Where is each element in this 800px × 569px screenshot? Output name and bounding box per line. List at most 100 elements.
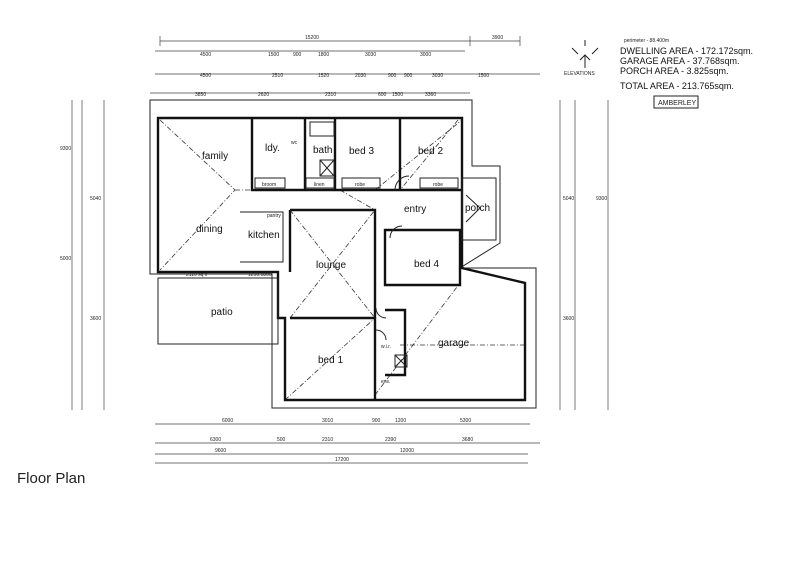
dim-top-overall: 15200	[305, 35, 319, 41]
dwelling-area: DWELLING AREA - 172.172sqm.	[620, 46, 753, 56]
svg-text:3680: 3680	[462, 437, 473, 443]
dim-left: 9300 5000 5040 3600	[60, 146, 101, 322]
svg-text:4500: 4500	[200, 52, 211, 58]
window-label-1: 2110 sq x	[186, 272, 208, 278]
svg-text:900: 900	[404, 73, 413, 79]
porch-outline	[461, 177, 497, 241]
svg-text:6000: 6000	[222, 418, 233, 424]
svg-text:3600: 3600	[563, 316, 574, 322]
svg-text:1800: 1800	[318, 52, 329, 58]
svg-text:5040: 5040	[563, 196, 574, 202]
svg-text:1520: 1520	[318, 73, 329, 79]
shower	[319, 159, 335, 177]
ensuite-shower	[394, 354, 408, 368]
dim-row3: 3850 2620 2310 600 1500 3360	[195, 92, 436, 98]
svg-text:3600: 3600	[90, 316, 101, 322]
dimension-lines-bottom	[155, 423, 540, 464]
svg-text:9300: 9300	[60, 146, 71, 152]
page-title: Floor Plan	[17, 470, 85, 487]
room-bed3: bed 3	[349, 146, 374, 157]
svg-text:9300: 9300	[596, 196, 607, 202]
room-bed2: bed 2	[418, 146, 443, 157]
room-laundry: ldy.	[265, 143, 280, 154]
dim-bottom-row1: 6000 3010 900 1200 5300	[222, 418, 471, 424]
svg-text:3030: 3030	[365, 52, 376, 58]
elevations-compass	[571, 40, 599, 68]
robe-bed2	[419, 177, 459, 189]
broom-cupboard	[254, 177, 286, 189]
dimension-lines-top	[150, 36, 540, 94]
room-bed1: bed 1	[318, 355, 343, 366]
room-lounge: lounge	[316, 260, 346, 271]
svg-text:900: 900	[372, 418, 381, 424]
roof-outline	[149, 99, 537, 409]
svg-text:1500: 1500	[478, 73, 489, 79]
ensuite-shower-cross	[394, 354, 408, 368]
room-wc: wc	[291, 140, 298, 146]
svg-text:3030: 3030	[432, 73, 443, 79]
dim-row2: 4500 2510 1520 2030 900 900 3030 1500	[200, 73, 489, 79]
svg-text:900: 900	[293, 52, 302, 58]
shower-cross	[319, 159, 335, 177]
svg-text:3000: 3000	[420, 52, 431, 58]
room-entry: entry	[404, 204, 426, 215]
room-bath: bath	[313, 145, 332, 156]
svg-text:1500: 1500	[268, 52, 279, 58]
room-garage: garage	[438, 338, 470, 349]
svg-text:1200: 1200	[395, 418, 406, 424]
robe-label-1: robe	[355, 182, 365, 188]
robe-bed3	[341, 177, 381, 189]
svg-text:2310: 2310	[325, 92, 336, 98]
bathtub	[309, 121, 335, 137]
svg-text:1500: 1500	[392, 92, 403, 98]
linen-cupboard	[305, 177, 335, 189]
dimension-lines-side	[71, 100, 609, 410]
dim-right: 5040 3600 9300	[563, 196, 607, 322]
room-patio: patio	[211, 307, 233, 318]
dim-row1: 4500 1500 900 1800 3030 3000	[200, 52, 431, 58]
pantry-label: pantry	[267, 213, 281, 219]
svg-text:500: 500	[277, 437, 286, 443]
room-bed4: bed 4	[414, 259, 439, 270]
svg-text:3360: 3360	[425, 92, 436, 98]
svg-text:5000: 5000	[60, 256, 71, 262]
svg-text:2030: 2030	[355, 73, 366, 79]
robe-label-2: robe	[433, 182, 443, 188]
porch-area: PORCH AREA - 3.825sqm.	[620, 66, 729, 76]
svg-text:5040: 5040	[90, 196, 101, 202]
room-wir: w.i.r.	[381, 344, 391, 350]
linen-label: linen	[314, 182, 325, 188]
svg-text:12000: 12000	[400, 448, 414, 454]
svg-text:9600: 9600	[215, 448, 226, 454]
svg-text:900: 900	[388, 73, 397, 79]
svg-text:3850: 3850	[195, 92, 206, 98]
room-kitchen: kitchen	[248, 230, 280, 241]
svg-text:2310: 2310	[322, 437, 333, 443]
total-area: TOTAL AREA - 213.765sqm.	[620, 81, 734, 91]
svg-text:600: 600	[378, 92, 387, 98]
internal-walls	[250, 118, 462, 400]
svg-text:2390: 2390	[385, 437, 396, 443]
svg-text:2620: 2620	[258, 92, 269, 98]
design-name: AMBERLEY	[658, 100, 696, 107]
perimeter-label: perimeter - 88.400m	[624, 38, 669, 44]
dim-top-porch: 3900	[492, 35, 503, 41]
kitchen-bench	[240, 211, 284, 263]
room-porch: porch	[465, 203, 490, 214]
door-swings	[375, 175, 481, 341]
svg-text:2510: 2510	[272, 73, 283, 79]
room-dining: dining	[196, 224, 223, 235]
dim-bottom-row2: 6300 500 2310 2390 3680	[210, 437, 473, 443]
design-name-box	[653, 95, 699, 109]
patio-outline	[157, 277, 279, 345]
broom-label: broom	[262, 182, 276, 188]
room-family: family	[202, 151, 228, 162]
svg-text:5300: 5300	[460, 418, 471, 424]
dim-bottom-overall: 17200	[335, 457, 349, 463]
elevations-label: ELEVATIONS	[564, 71, 595, 77]
svg-text:4500: 4500	[200, 73, 211, 79]
room-ensuite: ens.	[381, 379, 390, 385]
dim-bottom-row3: 9600 12000	[215, 448, 414, 454]
svg-text:6300: 6300	[210, 437, 221, 443]
